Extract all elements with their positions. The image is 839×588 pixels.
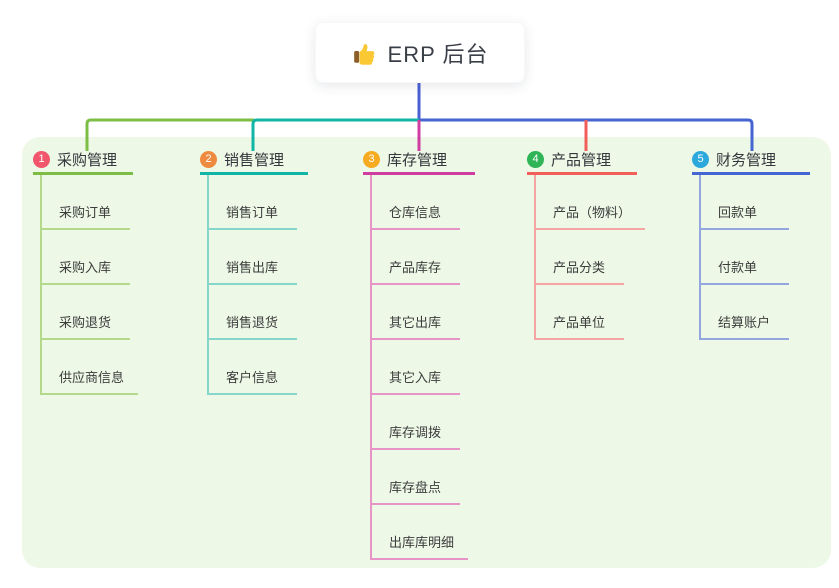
node-outbound-detail[interactable]: 出库库明细	[372, 505, 469, 560]
node-receipt-bill[interactable]: 回款单	[701, 175, 789, 230]
root-node-title: ERP 后台	[387, 41, 489, 67]
thumbs-up-icon	[352, 40, 378, 66]
branch-number-badge: 5	[692, 150, 709, 168]
node-stock-count[interactable]: 库存盘点	[372, 450, 460, 505]
branches-panel	[22, 137, 831, 568]
node-purchase-return[interactable]: 采购退货	[42, 285, 130, 340]
node-product-material[interactable]: 产品（物料）	[536, 175, 646, 230]
node-payment-bill[interactable]: 付款单	[701, 230, 789, 285]
branch-sales-items: 销售订单 销售出库 销售退货 客户信息	[207, 175, 308, 395]
branch-purchase-title[interactable]: 1 采购管理	[33, 150, 133, 175]
node-purchase-order[interactable]: 采购订单	[42, 175, 130, 230]
node-other-inbound[interactable]: 其它入库	[372, 340, 460, 395]
node-supplier-info[interactable]: 供应商信息	[42, 340, 139, 395]
branch-inventory: 3 库存管理 仓库信息 产品库存 其它出库 其它入库 库存调拨 库存盘点 出库库…	[363, 150, 475, 560]
node-stock-transfer[interactable]: 库存调拨	[372, 395, 460, 450]
node-sales-outbound[interactable]: 销售出库	[209, 230, 297, 285]
branch-title-label: 财务管理	[716, 151, 777, 169]
branch-product: 4 产品管理 产品（物料） 产品分类 产品单位	[527, 150, 646, 340]
branch-finance-title[interactable]: 5 财务管理	[692, 150, 810, 175]
branch-inventory-items: 仓库信息 产品库存 其它出库 其它入库 库存调拨 库存盘点 出库库明细	[370, 175, 475, 560]
branch-number-badge: 2	[200, 150, 217, 168]
branch-sales-title[interactable]: 2 销售管理	[200, 150, 308, 175]
node-product-stock[interactable]: 产品库存	[372, 230, 460, 285]
branch-title-label: 产品管理	[551, 151, 612, 169]
node-warehouse-info[interactable]: 仓库信息	[372, 175, 460, 230]
branch-finance: 5 财务管理 回款单 付款单 结算账户	[692, 150, 810, 340]
branch-sales: 2 销售管理 销售订单 销售出库 销售退货 客户信息	[200, 150, 308, 395]
branch-purchase-items: 采购订单 采购入库 采购退货 供应商信息	[40, 175, 139, 395]
node-sales-order[interactable]: 销售订单	[209, 175, 297, 230]
node-customer-info[interactable]: 客户信息	[209, 340, 297, 395]
branch-title-label: 库存管理	[387, 151, 448, 169]
node-product-category[interactable]: 产品分类	[536, 230, 624, 285]
branch-purchase: 1 采购管理 采购订单 采购入库 采购退货 供应商信息	[33, 150, 139, 395]
node-other-outbound[interactable]: 其它出库	[372, 285, 460, 340]
root-node[interactable]: ERP 后台	[315, 22, 525, 83]
node-product-unit[interactable]: 产品单位	[536, 285, 624, 340]
branch-product-items: 产品（物料） 产品分类 产品单位	[534, 175, 646, 340]
branch-finance-items: 回款单 付款单 结算账户	[699, 175, 810, 340]
branch-title-label: 采购管理	[57, 151, 118, 169]
branch-product-title[interactable]: 4 产品管理	[527, 150, 637, 175]
node-settlement-account[interactable]: 结算账户	[701, 285, 789, 340]
node-purchase-inbound[interactable]: 采购入库	[42, 230, 130, 285]
branch-title-label: 销售管理	[224, 151, 285, 169]
branch-number-badge: 3	[363, 150, 380, 168]
branch-number-badge: 4	[527, 150, 544, 168]
branch-number-badge: 1	[33, 150, 50, 168]
node-sales-return[interactable]: 销售退货	[209, 285, 297, 340]
branch-inventory-title[interactable]: 3 库存管理	[363, 150, 475, 175]
